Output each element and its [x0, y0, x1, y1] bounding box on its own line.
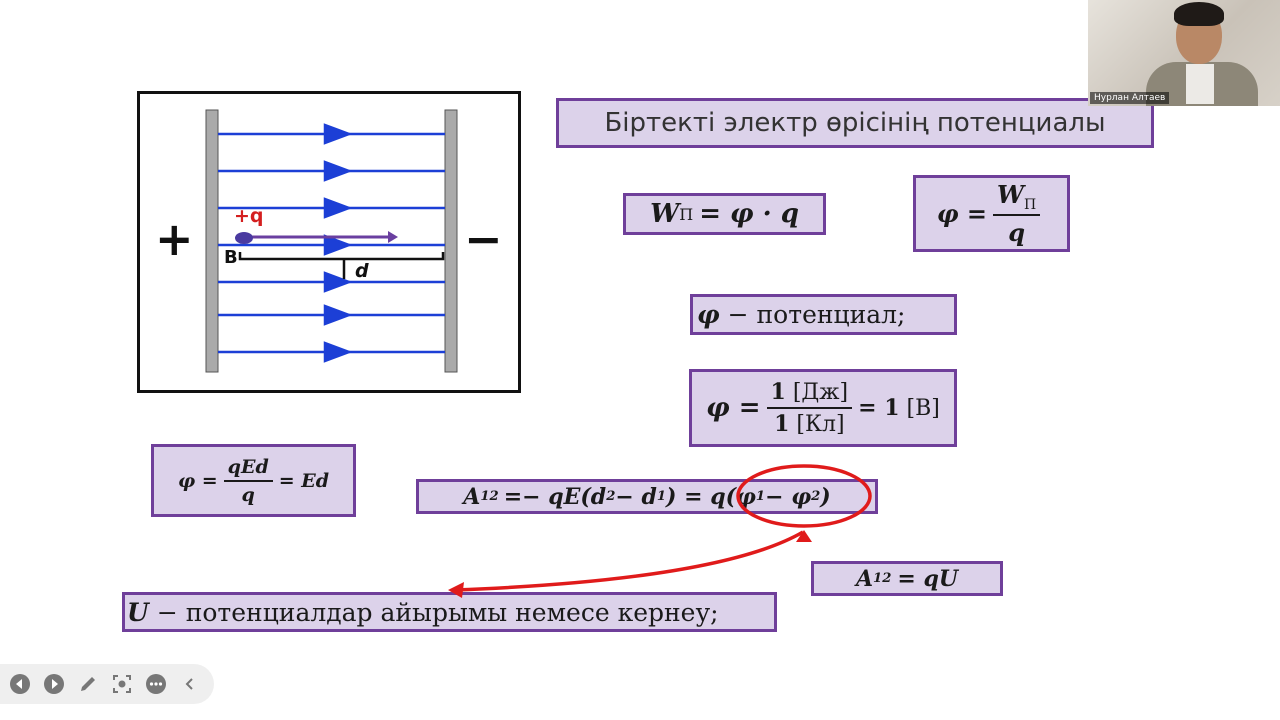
charge-dot [235, 232, 253, 244]
field-lines [218, 123, 445, 363]
formula-potential-fraction: φ = WП q [913, 175, 1070, 252]
screen-capture-icon [113, 675, 131, 693]
field-diagram-svg [205, 109, 458, 373]
pen-icon [81, 677, 95, 691]
point-label: B [224, 247, 238, 268]
slide-title: Біртекті электр өрісінің потенциалы [556, 98, 1154, 148]
potential-definition: φ − потенциал; [690, 294, 957, 335]
charge-label: +q [234, 205, 264, 227]
more-icon [146, 674, 166, 694]
more-options-button[interactable] [144, 672, 168, 696]
screen-capture-button[interactable] [110, 672, 134, 696]
negative-plate [444, 109, 458, 373]
positive-plate [205, 109, 219, 373]
highlight-arrow [454, 530, 804, 592]
collapse-toolbar-button[interactable] [178, 672, 202, 696]
voltage-definition: U − потенциалдар айырымы немесе кернеу; [122, 592, 777, 632]
potential-difference-term: (φ [725, 483, 756, 510]
slide-title-text: Біртекті электр өрісінің потенциалы [604, 108, 1106, 138]
participant-video[interactable]: Нурлан Алтаев [1088, 0, 1280, 106]
distance-bracket [238, 252, 445, 279]
minus-sign: − [464, 212, 503, 266]
next-slide-button[interactable] [42, 672, 66, 696]
pen-button[interactable] [76, 672, 100, 696]
distance-label: d [355, 260, 369, 282]
field-diagram: + − +q B d [137, 91, 521, 393]
potential-unit-formula: φ = 1 [Дж] 1 [Кл] = 1 [В] [689, 369, 957, 447]
previous-icon [10, 674, 30, 694]
potential-ed-formula: φ = qEd q = Ed [151, 444, 356, 517]
participant-name: Нурлан Алтаев [1090, 92, 1170, 104]
fraction: WП q [993, 180, 1041, 247]
previous-slide-button[interactable] [8, 672, 32, 696]
presentation-toolbar [0, 664, 214, 704]
plus-sign: + [155, 212, 194, 266]
next-icon [44, 674, 64, 694]
collapse-icon [185, 678, 193, 690]
